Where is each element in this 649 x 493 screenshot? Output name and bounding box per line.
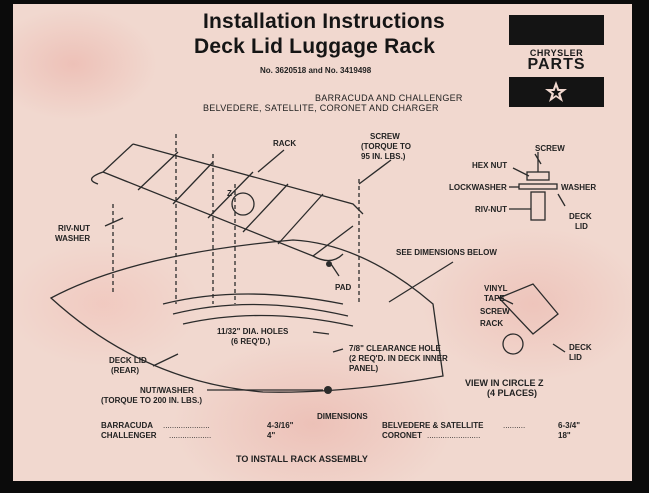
dim-value-challenger: 4" xyxy=(267,431,276,440)
label-nut-washer-2: (TORQUE TO 200 IN. LBS.) xyxy=(101,396,203,405)
hex-nut-shape xyxy=(526,171,550,181)
label-deck-lid2-1: DECK xyxy=(569,343,592,352)
deck-lid-outline xyxy=(49,239,444,393)
label-rivnut-washer-1: RIV-NUT xyxy=(58,224,90,233)
dim-dots-belvedere: .......... xyxy=(503,421,526,430)
label-screw-torque-1: SCREW xyxy=(370,132,400,141)
view-z-lid xyxy=(502,333,524,355)
label-clearance-3: PANEL) xyxy=(349,364,379,373)
view-z-rack xyxy=(497,283,559,335)
chrysler-logo-top-bar xyxy=(509,15,604,45)
rack-slat-2 xyxy=(172,161,214,205)
dim-value-belvedere: 6-3/4" xyxy=(558,421,581,430)
dim-value-coronet: 18" xyxy=(558,431,571,440)
deck-lid-curve-1 xyxy=(162,293,344,305)
models-line-1: BARRACUDA AND CHALLENGER xyxy=(315,93,463,103)
models-line-2: BELVEDERE, SATELLITE, CORONET AND CHARGE… xyxy=(203,103,439,113)
label-z: Z xyxy=(227,189,232,198)
rack-rail-left xyxy=(102,143,134,173)
label-deck-lid2-2: LID xyxy=(569,353,582,362)
pad-dot xyxy=(326,261,332,267)
rack-slat-5 xyxy=(277,193,324,245)
chrysler-logo-parts: PARTS xyxy=(527,56,586,73)
label-screw: SCREW xyxy=(535,144,565,153)
label-deck-1: DECK xyxy=(569,212,592,221)
deck-lid-curve-2 xyxy=(172,303,349,317)
deck-lid-curve-3 xyxy=(182,314,354,327)
rack-slat-1 xyxy=(137,151,179,191)
label-screw-2: SCREW xyxy=(480,307,510,316)
label-rack: RACK xyxy=(273,139,297,148)
label-lockwasher: LOCKWASHER xyxy=(449,183,507,192)
riv-nut-shape xyxy=(530,191,546,221)
pentastar-icon xyxy=(545,81,567,102)
label-deck-lid-rear-2: (REAR) xyxy=(111,366,139,375)
label-clearance-2: (2 REQ'D. IN DECK INNER xyxy=(349,354,448,363)
dim-model-coronet: CORONET xyxy=(382,431,422,440)
title-line-1: Installation Instructions xyxy=(203,10,445,33)
rack-support-right xyxy=(312,253,344,262)
rack-rail-rear xyxy=(132,143,364,215)
footer-install-text: TO INSTALL RACK ASSEMBLY xyxy=(236,454,368,464)
label-hex-nut: HEX NUT xyxy=(472,161,508,170)
dimension-line xyxy=(388,261,454,303)
rack-support-left xyxy=(91,171,104,185)
part-numbers: No. 3620518 and No. 3419498 xyxy=(260,66,372,75)
label-holes-1: 11/32" DIA. HOLES xyxy=(217,327,289,336)
label-riv-nut: RIV-NUT xyxy=(475,205,507,214)
label-holes-2: (6 REQ'D.) xyxy=(231,337,271,346)
nut-washer-dot xyxy=(324,386,332,394)
label-pad: PAD xyxy=(335,283,352,292)
label-rivnut-washer-2: WASHER xyxy=(55,234,91,243)
dimensions-heading: DIMENSIONS xyxy=(317,412,368,421)
circle-z-detail xyxy=(231,192,255,216)
label-tape: TAPE xyxy=(484,294,505,303)
dim-model-belvedere: BELVEDERE & SATELLITE xyxy=(382,421,484,430)
dim-model-challenger: CHALLENGER xyxy=(101,431,157,440)
dim-dots-barracuda: ..................... xyxy=(163,421,210,430)
label-deck-2: LID xyxy=(575,222,588,231)
label-view-circle-1: VIEW IN CIRCLE Z xyxy=(465,378,544,388)
dim-value-barracuda: 4-3/16" xyxy=(267,421,294,430)
label-view-circle-2: (4 PLACES) xyxy=(487,388,538,398)
instruction-sheet: Installation Instructions Deck Lid Lugga… xyxy=(13,4,632,481)
label-rack-2: RACK xyxy=(480,319,504,328)
rack-slat-3 xyxy=(207,171,254,219)
label-nut-washer-1: NUT/WASHER xyxy=(140,386,194,395)
label-deck-lid-rear-1: DECK LID xyxy=(109,356,147,365)
chrysler-logo-name: CHRYSLER xyxy=(529,48,584,58)
label-screw-torque-2: (TORQUE TO xyxy=(361,142,411,151)
label-see-dimensions: SEE DIMENSIONS BELOW xyxy=(396,248,497,257)
label-screw-torque-3: 95 IN. LBS.) xyxy=(361,152,406,161)
label-washer: WASHER xyxy=(561,183,597,192)
dim-dots-coronet: ........................ xyxy=(427,431,481,440)
rack-rail-front xyxy=(102,171,354,257)
label-vinyl: VINYL xyxy=(484,284,508,293)
title-line-2: Deck Lid Luggage Rack xyxy=(194,35,436,58)
washer-shape xyxy=(518,183,558,190)
rack-slat-4 xyxy=(242,183,289,233)
exploded-diagram xyxy=(49,134,566,394)
dim-model-barracuda: BARRACUDA xyxy=(101,421,153,430)
label-clearance-1: 7/8" CLEARANCE HOLE xyxy=(349,344,441,353)
dim-dots-challenger: ................... xyxy=(169,431,212,440)
